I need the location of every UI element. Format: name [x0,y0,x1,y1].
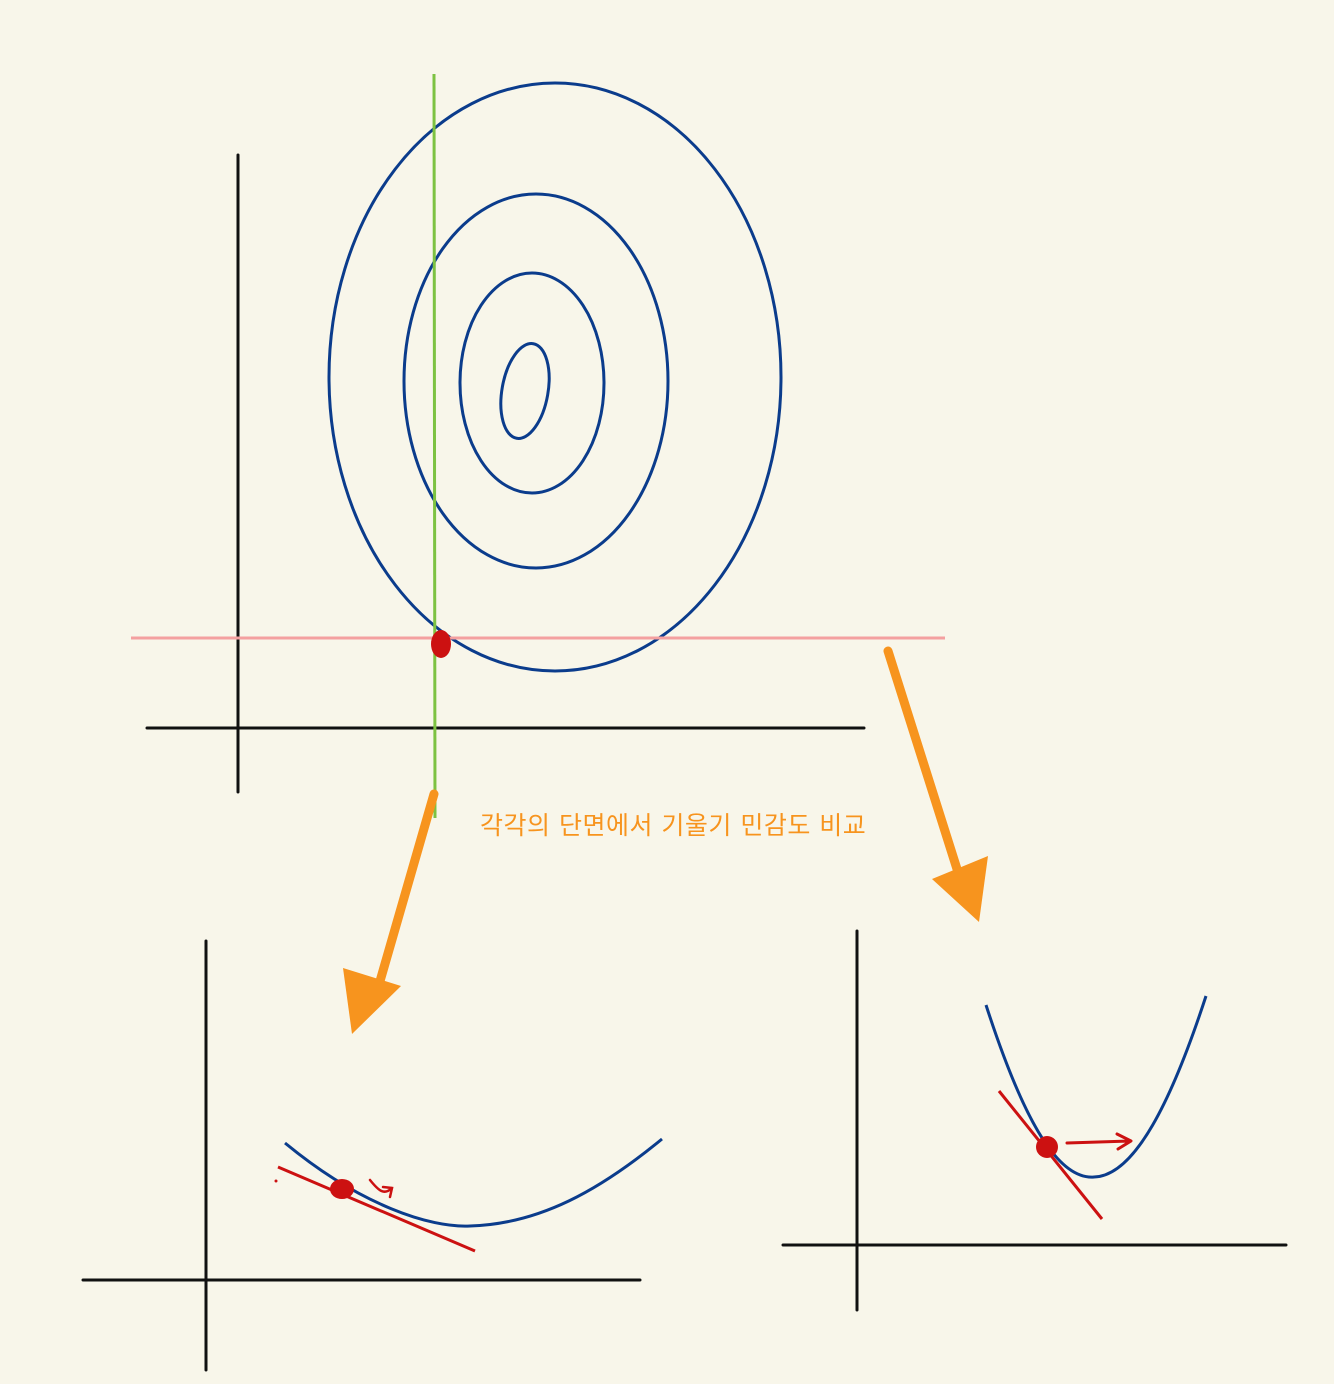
contour-ring-3 [402,192,670,570]
left-direction-arrow [368,1178,394,1199]
slice-panel-left [81,939,663,1372]
left-point [330,1179,354,1199]
right-direction-arrow [1065,1132,1133,1151]
contour-ring-outer [327,81,783,673]
current-point [431,630,451,658]
arrow-left-shaft [371,789,439,1000]
arrows [343,646,988,1034]
arrow-right-shaft [883,646,968,893]
left-dot-mark [274,1179,278,1183]
right-point [1036,1136,1058,1158]
contour-ring-inner [499,342,551,440]
arrow-right-head [932,856,988,922]
slice-panel-right [781,929,1288,1312]
vertical-slice-line [432,73,437,819]
caption-text: 각각의 단면에서 기울기 민감도 비교 [480,811,867,840]
right-parabola [984,995,1208,1179]
left-tangent-line [277,1165,476,1253]
contour-panel [131,73,945,819]
arrow-left-head [343,968,401,1034]
contour-ring-2 [458,271,606,495]
